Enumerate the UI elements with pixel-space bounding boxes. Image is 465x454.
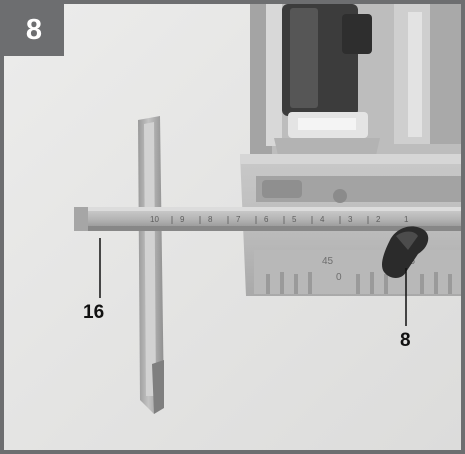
ruler-mark: 6 (264, 215, 269, 224)
parallel-guide-bar: 10 9 8 7 6 5 4 3 2 1 (74, 207, 461, 231)
ruler-mark: 10 (150, 215, 159, 224)
ruler-mark: 9 (180, 215, 185, 224)
ruler-mark: 4 (320, 215, 325, 224)
ruler-mark: 7 (236, 215, 241, 224)
callout-locking-lever: 8 (400, 330, 411, 351)
jigsaw-photo: 45 0 1 5 10 (4, 4, 461, 450)
ruler-mark: 2 (376, 215, 381, 224)
angle-scale-label: 45 (322, 256, 334, 267)
angle-scale-label: 0 (336, 272, 342, 283)
callout-parallel-guide: 16 (83, 302, 105, 323)
ruler-mark: 5 (292, 215, 297, 224)
figure-number-badge: 8 (4, 4, 64, 56)
ruler-mark: 3 (348, 215, 353, 224)
ruler-mark: 1 (404, 215, 409, 224)
parallel-guide-fence (138, 116, 164, 414)
ruler-mark: 8 (208, 215, 213, 224)
locking-lever (382, 226, 429, 278)
